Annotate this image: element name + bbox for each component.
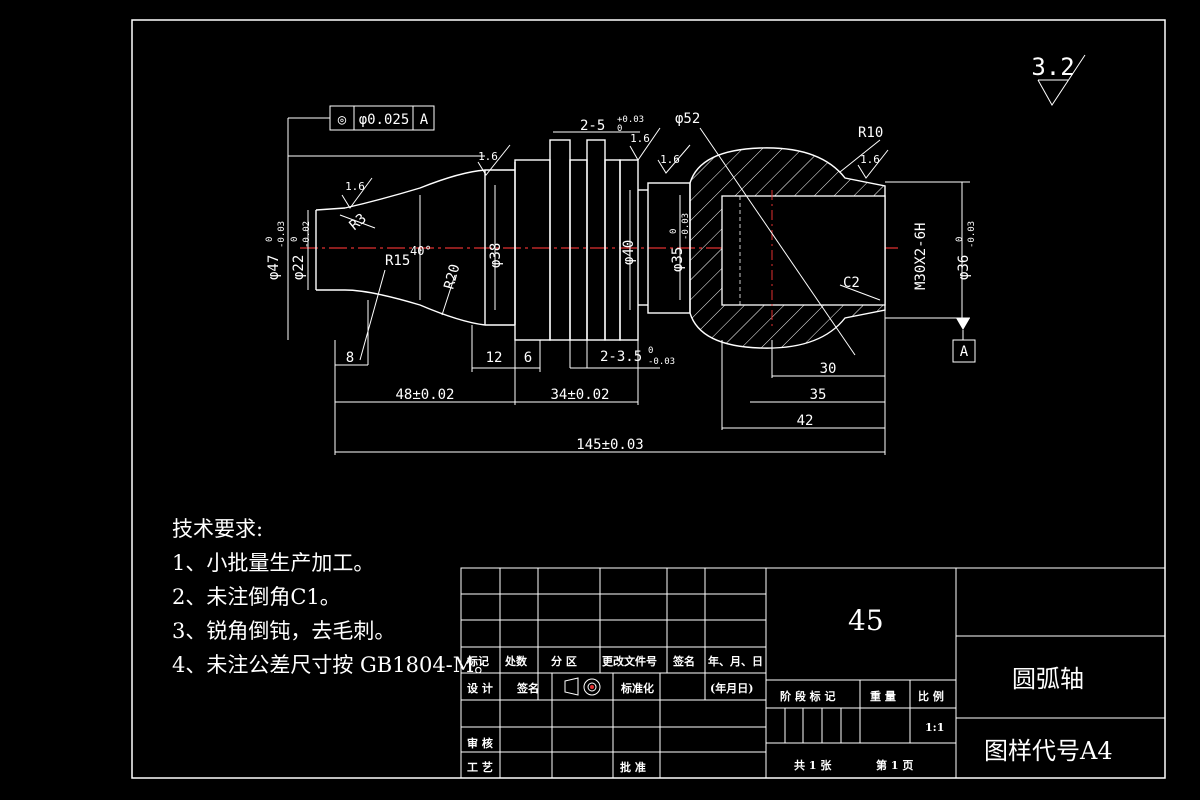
roughness-1: 1.6	[345, 180, 365, 193]
svg-text:2-3.5: 2-3.5	[600, 349, 642, 365]
svg-text:0: 0	[955, 237, 965, 242]
label-date: 年、月、日	[708, 655, 763, 668]
label-design: 设 计	[467, 682, 493, 695]
dim-r3: R3	[347, 211, 370, 234]
thread-bore	[721, 195, 886, 306]
label-mark: 标记	[467, 655, 489, 668]
dim-l30: 30	[820, 361, 837, 377]
dim-l34: 34±0.02	[550, 387, 609, 403]
dim-d22: φ22 0 -0.02	[290, 221, 312, 280]
svg-text:0: 0	[265, 237, 275, 242]
roughness-3: 1.6	[630, 132, 650, 145]
technical-requirements: 技术要求: 1、小批量生产加工。 2、未注倒角C1。 3、锐角倒钝，去毛刺。 4…	[172, 512, 495, 682]
tech-item-2: 2、未注倒角C1。	[172, 585, 341, 609]
svg-text:-0.02: -0.02	[302, 221, 312, 248]
label-scale: 比 例	[918, 690, 944, 703]
tolerance-value: φ0.025	[359, 112, 410, 128]
label-approve: 批 准	[620, 761, 646, 774]
label-process: 工 艺	[467, 761, 493, 774]
svg-text:φ47: φ47	[266, 255, 282, 280]
dim-r15: R15	[385, 253, 410, 269]
dim-d52: φ52	[675, 111, 700, 127]
dim-l12: 12	[486, 350, 503, 366]
concentricity-symbol: ◎	[338, 112, 347, 128]
roughness-2: 1.6	[478, 150, 498, 163]
svg-text:0: 0	[290, 237, 300, 242]
label-weight: 重 量	[870, 690, 896, 703]
dim-l145: 145±0.03	[576, 437, 643, 453]
svg-text:0: 0	[669, 229, 679, 234]
drawing-code: 图样代号A4	[984, 737, 1113, 765]
dim-d40: φ40	[621, 240, 637, 265]
datum-marker: A	[952, 318, 976, 363]
dim-c2: C2	[843, 275, 860, 291]
label-standard: 标准化	[621, 682, 654, 695]
dim-angle: 40°	[410, 244, 432, 258]
svg-text:-0.03: -0.03	[648, 357, 675, 367]
tech-item-3: 3、锐角倒钝，去毛刺。	[172, 619, 396, 643]
dim-groove-top: 2-5 +0.03 0	[580, 115, 644, 134]
dim-thread: M30X2-6H	[913, 223, 929, 290]
dim-d35: φ35 0 -0.03	[669, 213, 691, 272]
dim-l48: 48±0.02	[395, 387, 454, 403]
dim-l6: 6	[524, 350, 532, 366]
svg-text:-0.03: -0.03	[277, 221, 287, 248]
tech-title: 技术要求:	[172, 517, 264, 541]
label-year-month-day: (年月日)	[710, 682, 754, 695]
svg-text:-0.03: -0.03	[681, 213, 691, 240]
label-stage-mark: 阶 段 标 记	[780, 690, 836, 703]
dim-groove-bot: 2-3.5 0 -0.03	[600, 346, 675, 367]
roughness-symbols	[341, 54, 1086, 209]
scale-value: 1:1	[925, 721, 945, 734]
dim-d36: φ36 0 -0.03	[955, 221, 977, 280]
label-count: 处数	[505, 655, 527, 668]
title-block-grid	[460, 567, 1166, 779]
svg-text:φ35: φ35	[670, 247, 686, 272]
svg-text:0: 0	[617, 124, 622, 134]
dimension-lines	[287, 117, 970, 455]
material: 45	[848, 604, 884, 637]
tech-item-1: 1、小批量生产加工。	[172, 551, 375, 575]
dim-d38: φ38	[488, 243, 504, 268]
roughness-main: 3.2	[1031, 53, 1074, 81]
dim-r20: R20	[441, 262, 463, 291]
label-sign: 签名	[673, 655, 695, 668]
label-design-sign: 签名	[517, 682, 539, 695]
tolerance-datum: A	[420, 112, 429, 128]
svg-text:2-5: 2-5	[580, 118, 605, 134]
datum-label: A	[960, 344, 969, 360]
svg-text:φ22: φ22	[291, 255, 307, 280]
dim-l8: 8	[346, 350, 354, 366]
section-hatch	[690, 147, 885, 349]
dim-d47: φ47 0 -0.03	[265, 221, 287, 280]
dim-r10: R10	[858, 125, 883, 141]
dim-l42: 42	[797, 413, 814, 429]
svg-text:-0.03: -0.03	[967, 221, 977, 248]
roughness-4: 1.6	[660, 153, 680, 166]
dim-l35: 35	[810, 387, 827, 403]
label-review: 审 核	[467, 737, 493, 750]
svg-text:+0.03: +0.03	[617, 115, 644, 125]
sheets-total: 共 1 张	[794, 759, 832, 772]
label-zone: 分 区	[551, 655, 577, 668]
tolerance-frame: ◎ φ0.025 A	[329, 105, 435, 131]
svg-text:φ36: φ36	[956, 255, 972, 280]
tech-item-4: 4、未注公差尺寸按 GB1804-M。	[172, 653, 496, 677]
sheet-number: 第 1 页	[876, 759, 914, 772]
projection-symbol-icon	[564, 677, 601, 696]
label-change-doc: 更改文件号	[602, 655, 657, 668]
svg-text:0: 0	[648, 346, 653, 356]
roughness-5: 1.6	[860, 153, 880, 166]
part-name: 圆弧轴	[1012, 665, 1084, 693]
